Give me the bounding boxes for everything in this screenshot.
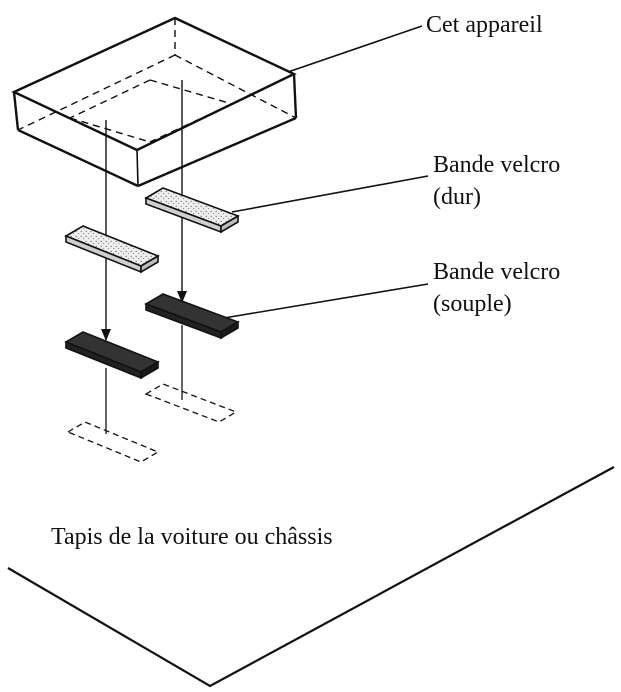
floor-plane [7, 466, 615, 688]
leader-lines [223, 25, 429, 319]
velcro-hard-strip-right [144, 187, 240, 234]
velcro-soft-strip-left [64, 331, 160, 380]
label-velcro-hard-line1: Bande velcro [433, 152, 561, 178]
label-velcro-soft-line2: (souple) [433, 291, 512, 317]
floor-footprints [66, 383, 238, 463]
label-floor: Tapis de la voiture ou châssis [51, 524, 333, 550]
label-device: Cet appareil [426, 12, 543, 38]
velcro-soft-strip-right [144, 293, 240, 340]
label-velcro-hard-line2: (dur) [433, 184, 481, 210]
label-velcro-soft-line1: Bande velcro [433, 259, 561, 285]
drop-lines [105, 325, 183, 434]
velcro-hard-strip-left [64, 225, 160, 274]
device-box [11, 16, 298, 188]
